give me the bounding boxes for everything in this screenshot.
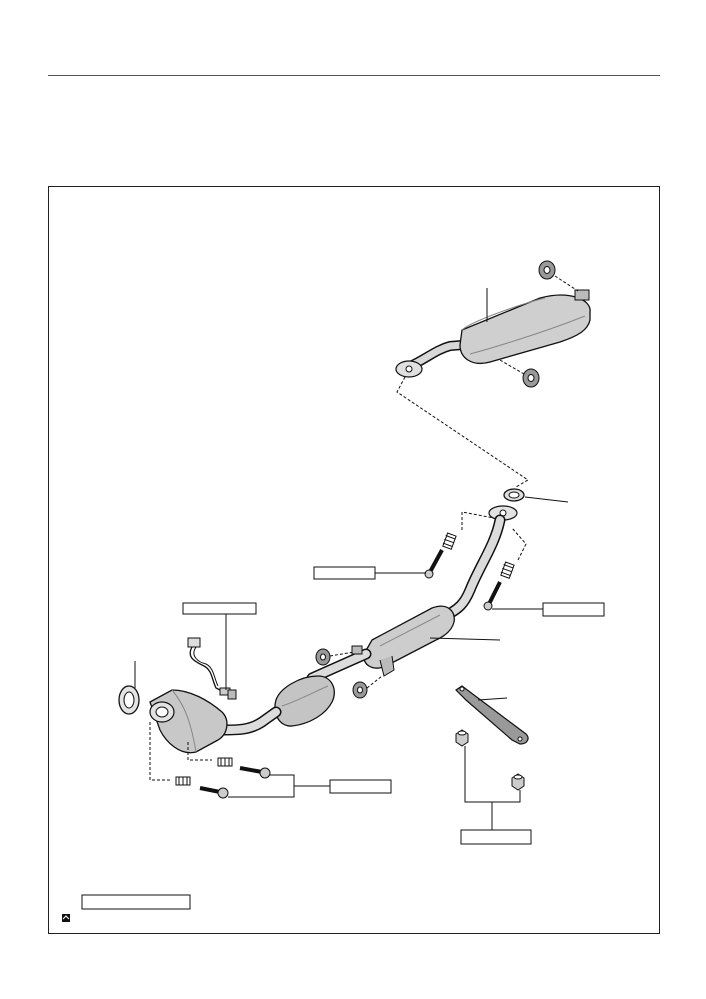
- exhaust-manifold-converter: [149, 689, 228, 754]
- non-reusable-part-icon: [62, 914, 70, 922]
- catalytic-converter: [274, 675, 335, 727]
- bracket-nut-left: [455, 729, 469, 747]
- bracket-nuts-torque-box: [460, 829, 532, 845]
- center-pipe-springs: [442, 532, 515, 579]
- muffler: [459, 294, 591, 364]
- center-pipe-bolt-left: [424, 549, 444, 579]
- manifold-bolts-torque-box: [329, 779, 392, 794]
- diagram-frame: [48, 186, 660, 934]
- bracket-nut-right: [511, 773, 525, 791]
- center-hanger-left: [315, 648, 331, 666]
- muffler-hanger-bottom: [522, 368, 540, 388]
- center-pipe-bolt-left-torque-box: [313, 566, 376, 580]
- exhaust-manifold-torque-box: [182, 602, 257, 615]
- legend-box: [81, 894, 191, 910]
- front-gasket: [118, 685, 140, 715]
- manifold-springs-bolts: [149, 722, 271, 799]
- center-exhaust-pipe: [218, 488, 569, 736]
- center-pipe-bolt-right-torque-box: [542, 602, 605, 617]
- tail-pipe-assembly: [395, 260, 591, 388]
- support-bracket: [455, 685, 529, 745]
- tail-to-gasket-dash: [396, 376, 529, 488]
- center-hanger-right: [352, 681, 368, 699]
- resonator: [363, 605, 455, 669]
- oxygen-sensor: [187, 637, 237, 700]
- muffler-hanger-top: [538, 260, 556, 280]
- header-rule: [48, 75, 660, 76]
- center-pipe-bolt-right: [483, 581, 502, 611]
